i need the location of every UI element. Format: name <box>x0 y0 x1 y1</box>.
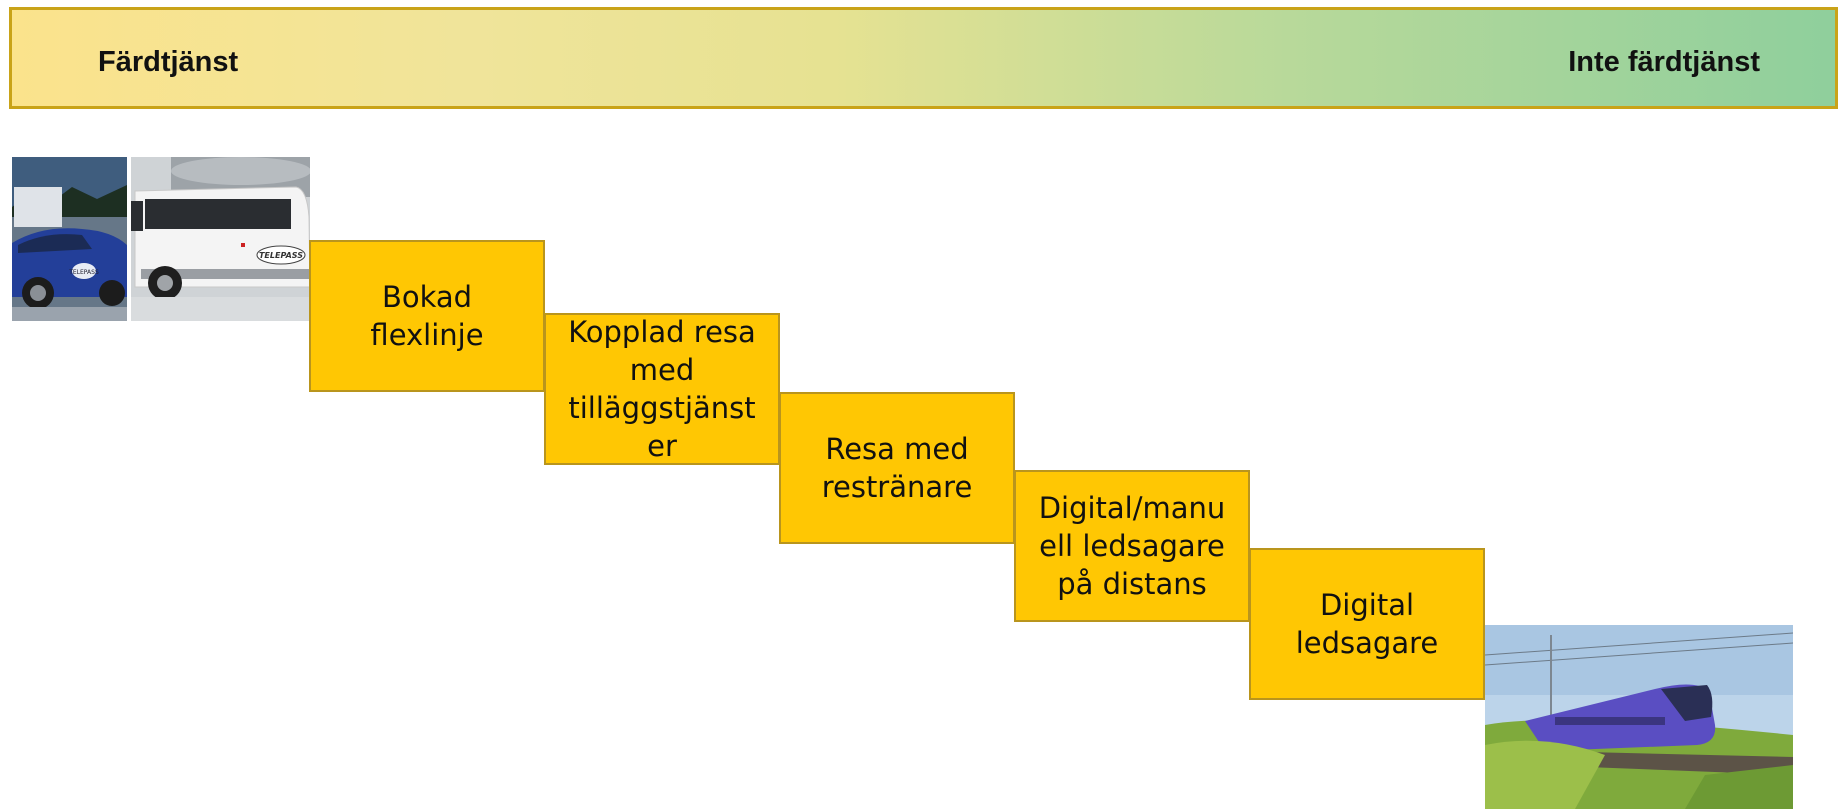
train-photo <box>1485 625 1793 809</box>
step-label: Resa med restränare <box>821 432 973 504</box>
blue-car-photo: TELEPASS <box>12 157 127 321</box>
spectrum-banner: Färdtjänst Inte färdtjänst <box>9 7 1838 109</box>
step-label: Digital ledsagare <box>1295 588 1439 660</box>
step-label: Kopplad resa med tilläggstjänst er <box>568 315 756 463</box>
label-fardtjanst: Färdtjänst <box>98 46 239 78</box>
step-label: Bokad flexlinje <box>370 280 484 352</box>
step-ledsagare-pa-distans: Digital/manu ell ledsagare på distans <box>1014 470 1250 622</box>
label-inte-fardtjanst: Inte färdtjänst <box>1568 46 1760 78</box>
van-badge-text: TELEPASS <box>259 251 303 260</box>
step-kopplad-resa: Kopplad resa med tilläggstjänst er <box>544 313 780 465</box>
step-resa-med-restranare: Resa med restränare <box>779 392 1015 544</box>
car-badge-text: TELEPASS <box>68 269 99 276</box>
step-digital-ledsagare: Digital ledsagare <box>1249 548 1485 700</box>
step-label: Digital/manu ell ledsagare på distans <box>1038 491 1226 601</box>
white-van-photo: TELEPASS <box>131 157 310 321</box>
step-bokad-flexlinje: Bokad flexlinje <box>309 240 545 392</box>
